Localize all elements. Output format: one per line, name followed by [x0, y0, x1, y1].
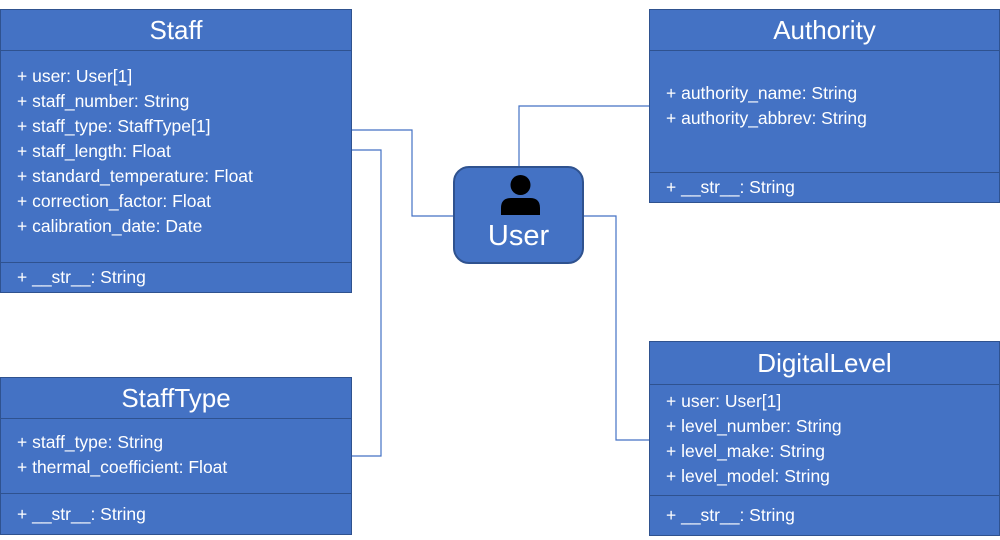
class-staff: Staff + user: User[1] + staff_number: Str… — [0, 9, 352, 293]
attribute: + calibration_date: Date — [17, 216, 203, 236]
connector-staff-user — [352, 129, 453, 217]
attribute-list: + user: User[1] + staff_number: String + s… — [1, 50, 351, 263]
attribute: + authority_abbrev: String — [666, 108, 867, 128]
attribute: + staff_number: String — [17, 91, 190, 111]
connector-user-digitallevel — [584, 215, 649, 441]
operation-list: + __str__: String — [1, 494, 351, 534]
attribute: + standard_temperature: Float — [17, 166, 253, 186]
user-label: User — [487, 220, 550, 252]
operation: + __str__: String — [666, 505, 795, 525]
class-name: Staff — [1, 10, 351, 51]
attribute-list: + authority_name: String + authority_abbr… — [650, 50, 999, 173]
class-digitallevel: DigitalLevel + user: User[1] + level_numb… — [649, 341, 1000, 536]
connector-user-authority — [518, 105, 649, 166]
class-name: DigitalLevel — [650, 342, 999, 385]
attribute: + level_model: String — [666, 466, 830, 486]
class-name: Authority — [650, 10, 999, 51]
operation-list: + __str__: String — [650, 496, 999, 535]
person-icon — [501, 175, 540, 215]
user-actor: User — [453, 166, 584, 264]
attribute: + level_number: String — [666, 416, 842, 436]
class-name: StaffType — [1, 378, 351, 419]
attribute: + thermal_coefficient: Float — [17, 457, 228, 477]
attribute: + level_make: String — [666, 441, 826, 461]
operation: + __str__: String — [666, 177, 795, 197]
operation: + __str__: String — [17, 503, 146, 524]
attribute: + user: User[1] — [17, 66, 133, 86]
attribute: + staff_length: Float — [17, 141, 171, 161]
operation-list: + __str__: String — [1, 263, 351, 292]
class-authority: Authority + authority_name: String+ auth… — [649, 9, 1000, 203]
attribute: + staff_type: StaffType[1] — [17, 116, 211, 136]
operation-list: + __str__: String — [650, 173, 999, 202]
connector-staff-stafftype — [352, 149, 382, 457]
attribute-list: + staff_type: String + thermal_coefficien… — [1, 418, 351, 494]
operation: + __str__: String — [17, 267, 146, 287]
attribute: + user: User[1] — [666, 391, 782, 411]
attribute-list: + user: User[1] + level_number: String + l… — [650, 384, 999, 496]
class-stafftype: StaffType + staff_type: String + thermal_… — [0, 377, 352, 535]
attribute: + staff_type: String — [17, 432, 164, 452]
attribute: + correction_factor: Float — [17, 191, 212, 211]
attribute: + authority_name: String — [666, 83, 858, 103]
